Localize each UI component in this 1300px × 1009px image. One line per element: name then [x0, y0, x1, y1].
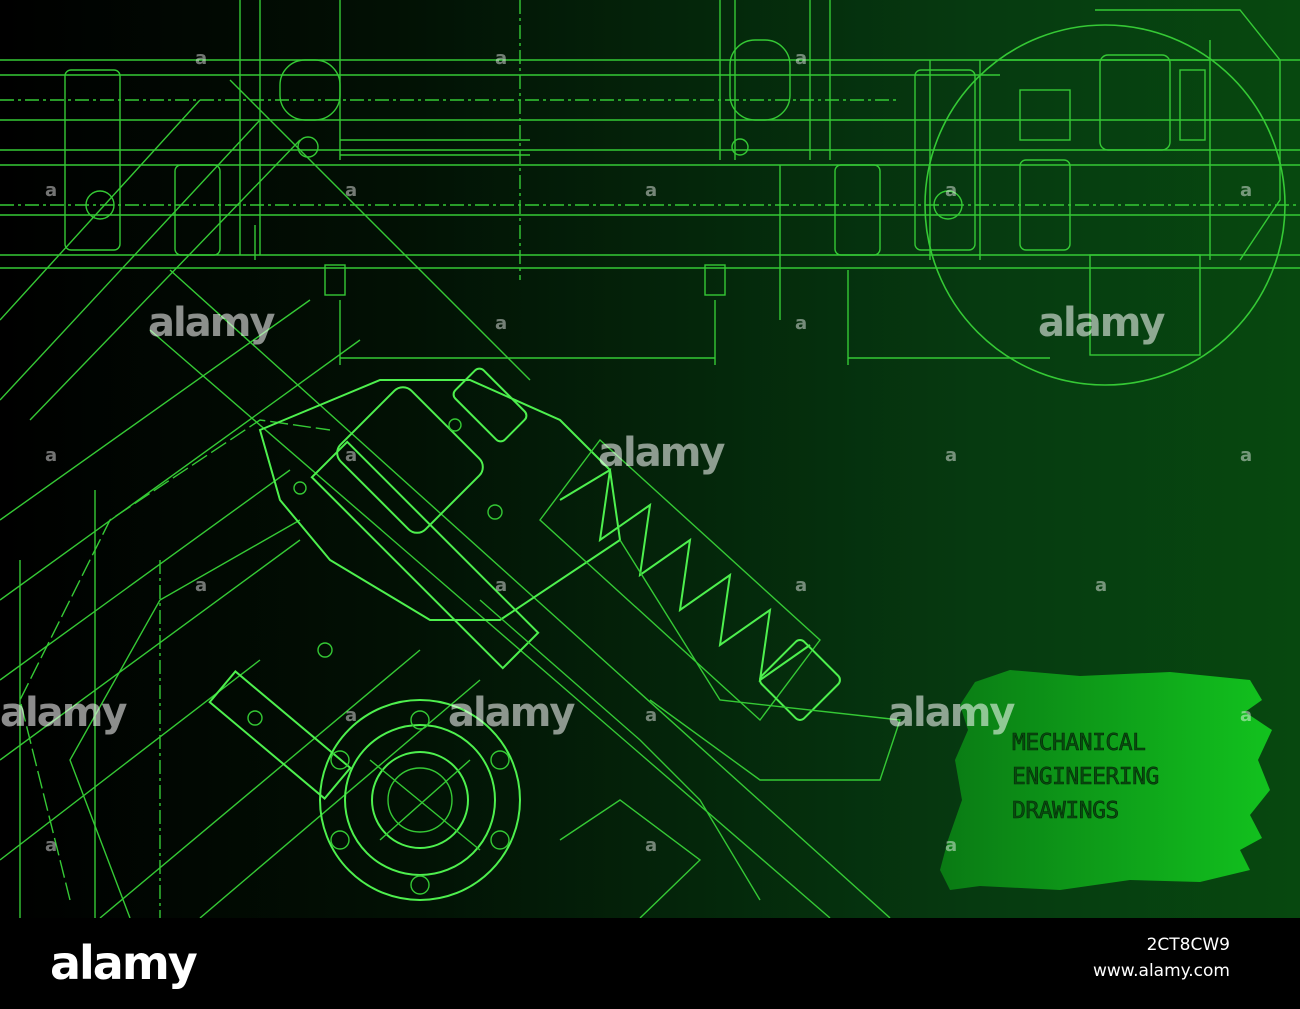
- watermark-tick: a: [45, 180, 58, 201]
- watermark-tick: a: [45, 445, 58, 466]
- watermark-text: alamy: [598, 430, 725, 476]
- watermark-tick: a: [1240, 445, 1253, 466]
- technical-drawing: [0, 0, 1300, 918]
- paint-brush-stroke: [940, 670, 1272, 890]
- watermark-tick: a: [1095, 575, 1108, 596]
- watermark-text: alamy: [888, 690, 1015, 736]
- watermark-tick: a: [645, 705, 658, 726]
- watermark-tick: a: [645, 835, 658, 856]
- watermark-tick: a: [345, 445, 358, 466]
- watermark-tick: a: [795, 575, 808, 596]
- watermark-tick: a: [495, 575, 508, 596]
- watermark-text: alamy: [1038, 300, 1165, 346]
- watermark-tick: a: [945, 445, 958, 466]
- image-credit: 2CT8CW9 www.alamy.com: [1093, 932, 1230, 984]
- watermark-tick: a: [945, 180, 958, 201]
- headline-text: MECHANICAL ENGINEERING DRAWINGS: [1012, 726, 1252, 828]
- watermark-tick: a: [795, 313, 808, 334]
- watermark-tick: a: [195, 575, 208, 596]
- watermark-tick: a: [1240, 705, 1253, 726]
- watermark-tick: a: [1240, 180, 1253, 201]
- site-url: www.alamy.com: [1092, 961, 1230, 981]
- watermark-tick: a: [795, 48, 808, 69]
- watermark-text: alamy: [0, 690, 127, 736]
- watermark-tick: a: [195, 48, 208, 69]
- watermark-tick: a: [345, 705, 358, 726]
- watermark-text: alamy: [448, 690, 575, 736]
- headline-line-1: MECHANICAL: [1012, 730, 1147, 757]
- blueprint-artwork: alamy alamy alamy alamy alamy alamy a a …: [0, 0, 1300, 918]
- headline-line-3: DRAWINGS: [1012, 798, 1120, 825]
- drawing-lines: [0, 0, 1300, 918]
- watermark-tick: a: [45, 835, 58, 856]
- watermark-tick: a: [495, 313, 508, 334]
- image-id: 2CT8CW9: [1146, 935, 1230, 955]
- watermark-tick: a: [645, 180, 658, 201]
- headline-line-2: ENGINEERING: [1012, 764, 1160, 791]
- watermark-tick: a: [945, 835, 958, 856]
- alamy-logo: alamy: [50, 936, 198, 990]
- watermark-text: alamy: [148, 300, 275, 346]
- stock-footer-bar: alamy 2CT8CW9 www.alamy.com: [0, 918, 1300, 1009]
- watermark-tick: a: [495, 48, 508, 69]
- watermark-tick: a: [345, 180, 358, 201]
